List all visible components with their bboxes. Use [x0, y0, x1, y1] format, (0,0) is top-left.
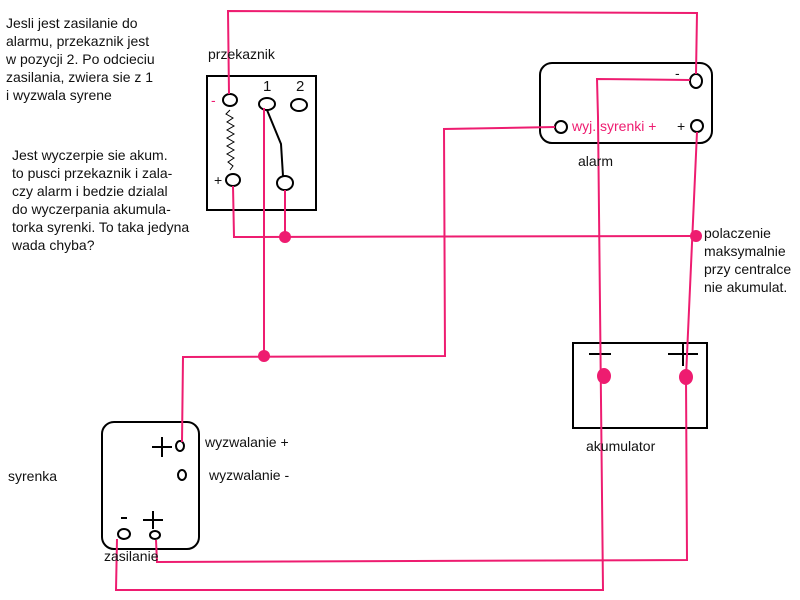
siren-power-label: zasilanie [104, 548, 159, 564]
alarm-label: alarm [578, 153, 614, 169]
note-connection: polaczenie maksymalnie przy centralce ni… [704, 225, 792, 295]
relay-label: przekaznik [208, 46, 275, 62]
alarm-minus-terminal [689, 73, 703, 89]
siren-trigger-plus-label: wyzwalanie + [205, 434, 289, 450]
siren-trigger-minus-terminal [177, 469, 187, 481]
relay-switch-arm [266, 109, 284, 177]
siren-power-minus-terminal [117, 528, 131, 540]
relay-coil-icon [225, 109, 236, 171]
note-battery-drain: Jest wyczerpie sie akum. to pusci przeka… [12, 147, 190, 253]
siren-box [101, 421, 200, 550]
alarm-box [539, 62, 713, 144]
battery-minus-terminal-dot [597, 368, 611, 384]
relay-minus-label: - [211, 92, 216, 108]
note-relay-operation: Jesli jest zasilanie do alarmu, przekazn… [6, 15, 155, 103]
relay-contact-2 [290, 98, 308, 112]
siren-trigger-minus-label: wyzwalanie - [209, 467, 290, 483]
relay-coil-plus-terminal [225, 173, 241, 187]
relay-contact-1-label: 1 [263, 78, 272, 95]
alarm-plus-label: + [677, 118, 686, 134]
wire-alarm-plus-to-battery-and-siren-plus [155, 131, 698, 564]
alarm-plus-terminal [690, 119, 704, 133]
relay-contact-2-label: 2 [296, 78, 305, 95]
alarm-siren-output-terminal [554, 120, 568, 134]
junction-dot-siren-trigger [258, 350, 270, 362]
battery-plus-terminal-dot [679, 369, 693, 385]
wire-battery-minus-to-siren-minus [114, 116, 605, 591]
relay-contact-1 [258, 97, 276, 111]
siren-trigger-plus-terminal [175, 440, 185, 452]
relay-common-terminal [276, 175, 294, 191]
battery-label: akumulator [586, 438, 656, 454]
alarm-minus-label: - [675, 65, 680, 81]
siren-label: syrenka [8, 468, 58, 484]
wire-alarm-siren-output-to-siren-trigger [181, 126, 556, 443]
relay-plus-label: + [214, 172, 223, 188]
junction-dot-relay-bus [279, 231, 291, 243]
alarm-siren-output-label: wyj. syrenki + [572, 118, 657, 134]
wire-alarm-minus-to-relay-minus [226, 9, 699, 95]
wire-alarm-minus-inner [595, 77, 691, 118]
battery-box [572, 342, 708, 429]
wire-relay-plus-to-alarm-plus [232, 185, 697, 239]
relay-box [206, 75, 317, 211]
siren-power-plus-terminal [149, 530, 161, 540]
relay-coil-minus-terminal [222, 93, 238, 107]
junction-dot-alarm-plus [690, 230, 702, 242]
